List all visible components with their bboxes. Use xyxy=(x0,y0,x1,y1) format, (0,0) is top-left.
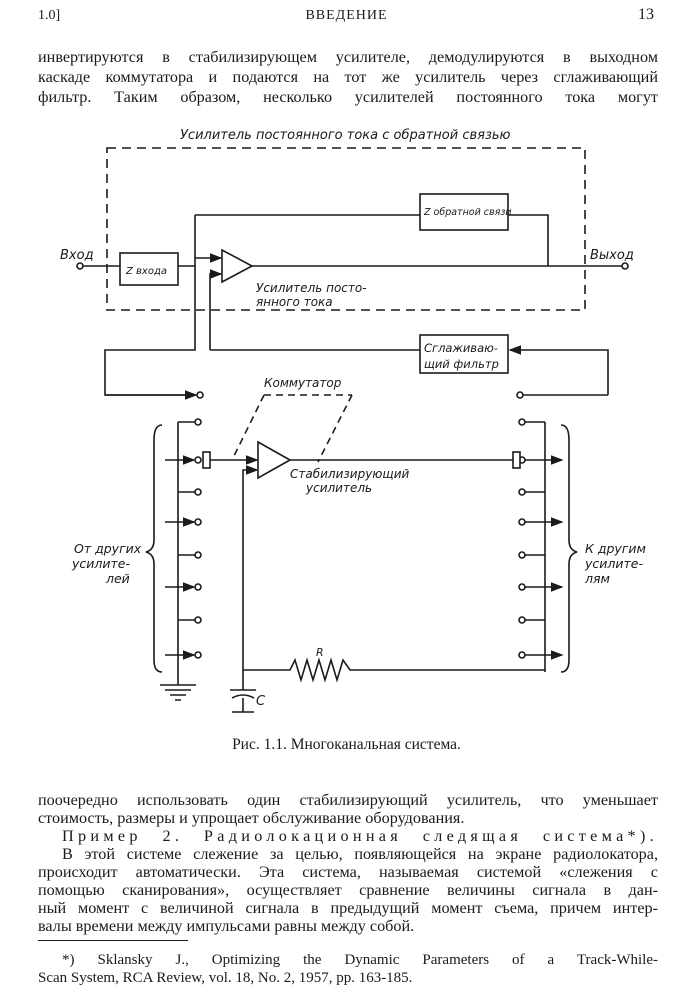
output-label: Выход xyxy=(590,248,634,263)
footnote-rule xyxy=(38,940,188,941)
left-contact xyxy=(194,616,202,624)
dashed-boundary xyxy=(106,147,586,311)
left-brace xyxy=(145,424,163,673)
right-contact xyxy=(518,616,526,624)
right-contacts xyxy=(518,418,564,660)
body-line: В этой системе слежение за целью, появля… xyxy=(62,845,658,863)
svg-text:лям: лям xyxy=(584,571,610,586)
input-terminal xyxy=(76,262,84,270)
right-contact xyxy=(518,583,526,591)
capacitor xyxy=(230,689,256,713)
svg-text:Z обратной связи: Z обратной связи xyxy=(423,207,512,218)
page-number: 13 xyxy=(638,6,654,23)
svg-text:C: C xyxy=(256,694,266,709)
svg-text:Z входа: Z входа xyxy=(125,266,167,277)
svg-text:лей: лей xyxy=(105,571,130,586)
body-line: валы времени между импульсами равны межд… xyxy=(38,917,415,935)
body-line: помощью сканирования», осуществляет срав… xyxy=(38,881,658,899)
ground-symbol xyxy=(160,422,196,701)
left-contacts xyxy=(165,418,202,660)
left-contact xyxy=(194,651,202,659)
svg-text:усилитель: усилитель xyxy=(305,481,372,495)
svg-text:К другим: К другим xyxy=(585,541,646,556)
running-title: ВВЕДЕНИЕ xyxy=(305,8,388,23)
body-line: поочередно использовать один стабилизиру… xyxy=(38,791,658,809)
figure-caption: Рис. 1.1. Многоканальная система. xyxy=(232,736,461,753)
svg-text:Сглаживаю-: Сглаживаю- xyxy=(424,341,498,355)
left-contact xyxy=(194,418,202,426)
resistor xyxy=(243,657,545,683)
commutator-label: Коммутатор xyxy=(264,376,342,390)
section-number: 1.0] xyxy=(38,8,61,23)
footnote-line: *) Sklansky J., Optimizing the Dynamic P… xyxy=(62,952,658,968)
svg-text:От других: От других xyxy=(74,541,142,556)
right-contact xyxy=(518,518,526,526)
output-terminal xyxy=(621,262,629,270)
body-line: каскаде коммутатора и подаются на тот же… xyxy=(38,68,658,86)
z-input-box xyxy=(119,252,179,286)
input-label: Вход xyxy=(60,248,94,263)
svg-text:усилите-: усилите- xyxy=(71,556,130,571)
z-feedback-box xyxy=(419,193,509,231)
commutator-link xyxy=(231,394,353,463)
right-contact xyxy=(518,488,526,496)
stabilizing-amplifier-triangle xyxy=(257,440,292,480)
left-contact xyxy=(194,551,202,559)
svg-text:Стабилизирующий: Стабилизирующий xyxy=(290,467,409,481)
left-contact xyxy=(194,488,202,496)
right-contact xyxy=(518,551,526,559)
smoothing-filter-box xyxy=(419,334,509,374)
svg-text:щий фильтр: щий фильтр xyxy=(424,357,499,371)
body-line: происходит автоматически. Эта система, н… xyxy=(38,863,658,881)
right-brace xyxy=(560,424,578,673)
footnote-line: Scan System, RCA Review, vol. 18, No. 2,… xyxy=(38,970,413,986)
dc-amplifier-triangle xyxy=(221,248,254,284)
body-line: ный момент с величиной сигнала в предыду… xyxy=(38,899,658,917)
right-contact xyxy=(518,418,526,426)
right-contact xyxy=(518,651,526,659)
left-contact xyxy=(194,518,202,526)
figure-title: Усилитель постоянного тока с обратной св… xyxy=(180,128,511,143)
svg-text:усилите-: усилите- xyxy=(584,556,643,571)
example-heading: Пример 2. Радиолокационная следящая сист… xyxy=(62,827,658,845)
left-contact xyxy=(194,583,202,591)
svg-text:Усилитель посто-: Усилитель посто- xyxy=(256,281,367,295)
body-line: стоимость, размеры и упрощает обслуживан… xyxy=(38,809,465,827)
svg-text:R: R xyxy=(316,646,324,659)
body-line: фильтр. Таким образом, несколько усилите… xyxy=(38,88,658,106)
svg-text:янного тока: янного тока xyxy=(256,295,333,309)
body-line: инвертируются в стабилизирующем усилител… xyxy=(38,48,658,66)
left-contact xyxy=(194,456,202,464)
